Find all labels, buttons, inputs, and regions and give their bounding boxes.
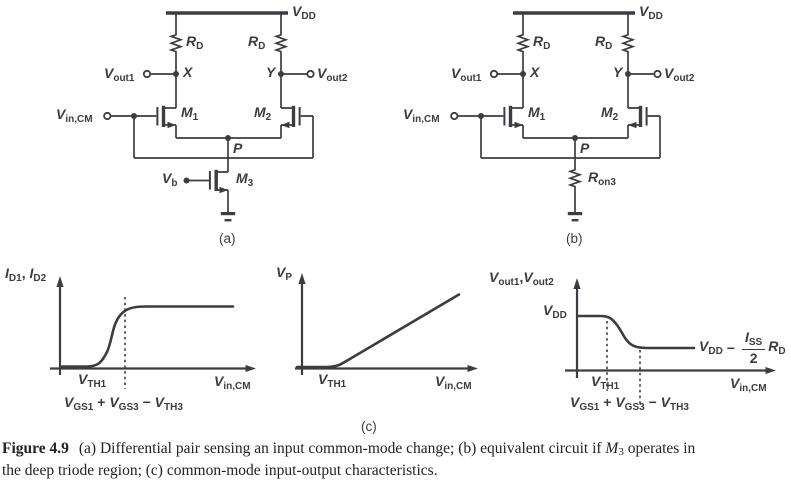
subfigure-tag-b: (b) [566,231,583,246]
vdd-label-a: VDD [292,3,316,22]
ron3-resistor [567,168,583,190]
g2-x-arrow [467,365,478,372]
subfigure-tag-c: (c) [361,419,377,434]
caption-line2: the deep triode region; (c) common-mode … [2,461,438,479]
node-x-label-a: X [183,64,193,80]
g3-y-arrow [573,278,581,289]
g3-curve [577,314,696,350]
node-x-label-b: X [530,64,540,80]
g1-x-axis-label: Vin,CM [214,373,251,392]
graph-drain-currents [50,276,256,389]
g2-vth1-tick-label: VTH1 [318,371,347,390]
g2-y-arrow [298,273,306,284]
circuit-a [102,11,316,222]
g1-vth1-tick-label: VTH1 [78,371,107,390]
g2-x-axis-label: Vin,CM [435,373,472,392]
rd-left-label-b: RD [533,33,551,52]
caption-figure-number: Figure 4.9 [2,440,69,457]
m2-label-a: M2 [254,104,272,123]
g3-y-axis-label: Vout1,Vout2 [489,269,554,288]
g3-vdd-tick-label: VDD [543,302,567,321]
graph-vp [295,273,478,375]
node-y-label-b: Y [613,64,623,80]
subfigure-tag-a: (a) [219,231,236,246]
g3-vth1-tick-label: VTH1 [591,373,620,392]
vincm-label-a: Vin,CM [56,106,93,125]
g1-x-arrow [245,365,256,372]
g1-curve [60,305,235,368]
caption-line1: (a) Differential pair sensing an input c… [78,440,606,457]
vb-label: Vb [162,170,178,189]
g3-x-arrow [765,367,776,374]
m2-label-b: M2 [601,104,619,123]
m3-source-arrow [219,186,228,194]
node-p-label-a: P [233,140,243,156]
vout2-label-a: Vout2 [317,65,348,84]
figure-caption: Figure 4.9 (a) Differential pair sensing … [2,440,696,479]
vout1-label-b: Vout1 [451,65,482,84]
graph-vout [565,278,776,404]
m3-label: M3 [236,170,254,189]
g2-curve [295,293,461,369]
vincm-label-b: Vin,CM [403,106,440,125]
m1-label-a: M1 [181,104,199,123]
g2-y-axis-label: VP [276,264,293,283]
node-p-label-b: P [580,140,590,156]
vout2-label-b: Vout2 [664,65,695,84]
g3-x-axis-label: Vin,CM [730,375,767,394]
m1-label-b: M1 [528,104,546,123]
g3-breakpoint-expression: VGS1 + VGS3 − VTH3 [570,394,689,413]
node-y-label-a: Y [266,64,276,80]
vout1-label-a: Vout1 [104,65,135,84]
m3-tail-transistor [183,168,229,194]
g1-y-arrow [56,276,64,287]
vdd-label-b: VDD [639,3,663,22]
rd-right-label-a: RD [248,33,266,52]
g1-y-axis-label: ID1, ID2 [5,265,47,284]
vb-terminal-dot [183,177,190,184]
g1-breakpoint-expression: VGS1 + VGS3 − VTH3 [64,394,183,413]
circuit-b [449,11,663,222]
rd-left-label-a: RD [186,33,204,52]
rd-right-label-b: RD [595,33,613,52]
ron3-label: Ron3 [588,169,616,188]
